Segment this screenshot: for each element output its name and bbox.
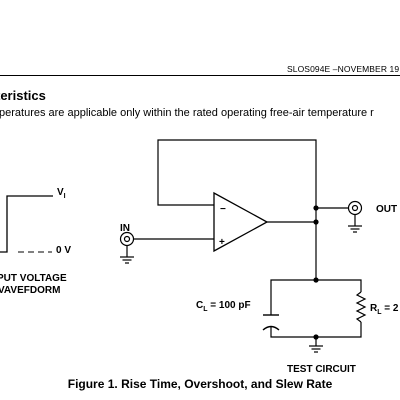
input-label: IN <box>120 223 130 234</box>
junction-dot-load-top <box>313 277 319 283</box>
load-resistance-label: RL = 2 <box>370 303 399 316</box>
op-amp-triangle <box>213 191 269 253</box>
cl-value: = 100 pF <box>207 300 251 311</box>
waveform-caption-line1: PUT VOLTAGE <box>0 273 67 284</box>
capacitor-plate-bottom <box>262 325 280 331</box>
opamp-inverting-symbol: − <box>220 204 226 215</box>
waveform-vi-label: VI <box>57 187 66 200</box>
figure-caption: Figure 1. Rise Time, Overshoot, and Slew… <box>67 377 333 391</box>
output-terminal-outer-ring <box>347 200 363 216</box>
load-capacitor <box>262 314 280 331</box>
output-terminal <box>347 200 363 233</box>
load-capacitance-label: CL = 100 pF <box>196 300 251 313</box>
step-waveform-trace <box>0 195 53 253</box>
waveform-caption-line2: VAVEFDORM <box>0 285 61 296</box>
section-intro-text: peratures are applicable only within the… <box>0 107 374 119</box>
output-label: OUT <box>376 204 398 215</box>
document-id-header: SLOS094E –NOVEMBER 19 <box>287 64 400 74</box>
circuit-wires <box>134 139 362 346</box>
cl-subscript: L <box>203 306 208 313</box>
header-rule <box>0 75 400 76</box>
waveform-vi-subscript: I <box>63 193 66 200</box>
junction-dot-load-bottom <box>313 334 319 340</box>
opamp-noninverting-symbol: + <box>219 237 225 248</box>
input-terminal <box>119 231 135 264</box>
input-step-waveform <box>0 195 53 253</box>
load-resistor <box>355 291 367 323</box>
junction-dot-out <box>313 205 319 211</box>
section-title: teristics <box>0 88 46 103</box>
feedback-wire <box>157 139 317 208</box>
load-top-wire <box>270 279 362 315</box>
resistor-zigzag <box>355 291 367 323</box>
op-amp <box>213 191 269 253</box>
input-terminal-outer-ring <box>119 231 135 247</box>
junction-dots <box>313 205 319 340</box>
input-terminal-inner-ring <box>123 235 131 243</box>
rl-subscript: L <box>377 309 382 316</box>
output-terminal-inner-ring <box>351 204 359 212</box>
circuit-ground <box>309 345 323 353</box>
rl-value: = 2 <box>381 303 399 314</box>
test-circuit-title: TEST CIRCUIT <box>287 364 356 375</box>
waveform-0v-label: 0 V <box>56 245 72 256</box>
junction-dot-opamp-out <box>313 219 319 225</box>
